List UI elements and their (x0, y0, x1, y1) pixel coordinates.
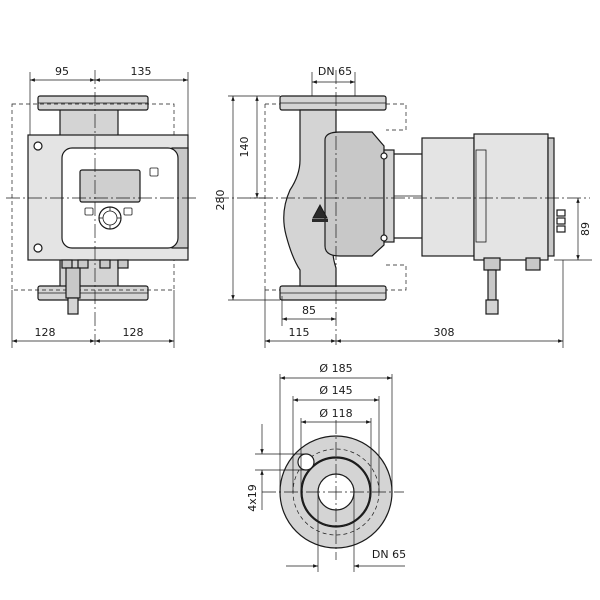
dim-308: 308 (434, 326, 455, 339)
side-control-cover (547, 137, 555, 257)
dim-128-left: 128 (35, 326, 56, 339)
dim-128-right: 128 (123, 326, 144, 339)
dim-4x19: 4x19 (246, 484, 259, 512)
side-control-box (473, 133, 549, 261)
front-button (123, 207, 133, 216)
side-motor-adapter (324, 131, 385, 257)
dim-dia-118: Ø 118 (319, 407, 352, 420)
front-button (84, 207, 94, 216)
side-view: DN 65 140 280 85 115 308 89 (214, 65, 592, 348)
dim-280: 280 (214, 190, 227, 211)
dim-85: 85 (302, 304, 316, 317)
dim-115: 115 (289, 326, 310, 339)
dim-89: 89 (579, 222, 592, 236)
dim-135: 135 (131, 65, 152, 78)
side-bolt (380, 234, 388, 242)
side-bolt (380, 152, 388, 160)
control-knob-icon (98, 206, 122, 230)
dim-dia-185: Ø 185 (319, 362, 352, 375)
dim-dn65-side: DN 65 (318, 65, 352, 78)
side-adapter-ring (383, 149, 395, 243)
front-lcd-screen (79, 169, 141, 203)
front-connectors (61, 259, 129, 315)
side-terminal-ribs (556, 209, 566, 233)
side-cable-gland (483, 257, 541, 315)
side-motor-body (421, 137, 475, 257)
front-top-neck (59, 107, 119, 137)
dim-dia-145: Ø 145 (319, 384, 352, 397)
dim-140: 140 (238, 137, 251, 158)
dim-dn65-flange: DN 65 (372, 548, 406, 561)
dim-95: 95 (55, 65, 69, 78)
front-indicator (149, 167, 159, 177)
front-screw-hole (33, 141, 43, 151)
front-view: 95 135 128 128 (6, 65, 196, 348)
front-screw-hole (33, 243, 43, 253)
warning-triangle-icon (312, 203, 328, 222)
flange-view: Ø 185 Ø 145 Ø 118 4x19 DN 65 (246, 362, 406, 572)
flange-bolt-hole (297, 453, 315, 471)
